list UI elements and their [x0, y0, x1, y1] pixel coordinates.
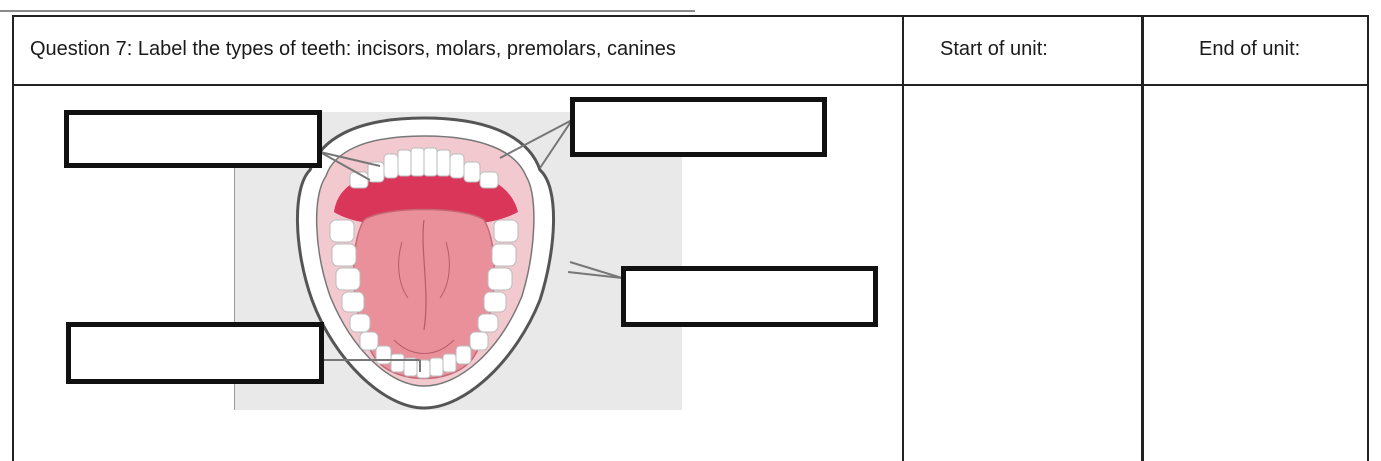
answer-box-bottom-left[interactable]	[66, 322, 324, 384]
answer-box-top-left[interactable]	[64, 110, 322, 168]
answer-box-middle-right[interactable]	[621, 266, 878, 327]
answer-box-top-right[interactable]	[570, 97, 827, 157]
